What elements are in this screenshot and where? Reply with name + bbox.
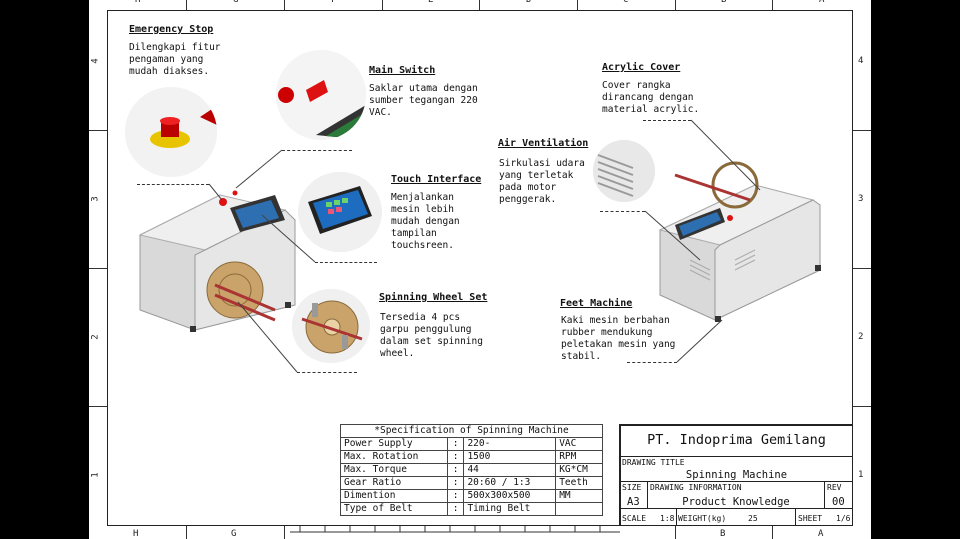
main-switch-desc: Saklar utama dengan sumber tegangan 220 …: [369, 83, 478, 118]
spec-unit: RPM: [555, 450, 603, 464]
air-ventilation-desc: Sirkulasi udara yang terletak pada motor…: [499, 158, 585, 205]
tablet-screen-icon: [298, 172, 382, 252]
acrylic-cover-title: Acrylic Cover: [602, 62, 681, 73]
spec-label: Type of Belt: [340, 502, 448, 516]
emergency-stop-title: Emergency Stop: [129, 24, 214, 35]
spinning-wheel-desc: Tersedia 4 pcs garpu penggulung dalam se…: [380, 312, 483, 359]
rev-label: REV: [827, 483, 842, 492]
bottom-ruler: [290, 526, 620, 533]
emergency-stop-desc: Dilengkapi fitur pengaman yang mudah dia…: [129, 42, 221, 77]
touch-interface-detail: [298, 172, 382, 252]
zone-label: 1: [858, 470, 864, 480]
spinning-wheel-title: Spinning Wheel Set: [379, 292, 488, 303]
spec-title: *Specification of Spinning Machine: [340, 424, 603, 438]
touch-interface-desc: Menjalankan mesin lebih mudah dengan tam…: [391, 192, 460, 251]
spec-sep: :: [446, 489, 465, 503]
zone-label: B: [720, 529, 726, 539]
spec-unit: MM: [555, 489, 603, 503]
size-label: SIZE: [622, 483, 642, 492]
feet-machine-dash: [627, 362, 677, 363]
drawing-frame: [107, 10, 853, 526]
touch-interface-title: Touch Interface: [391, 174, 482, 185]
feet-machine-title: Feet Machine: [560, 298, 633, 309]
wheel-icon: [292, 289, 370, 363]
title-block: PT. Indoprima Gemilang DRAWING TITLE Spi…: [619, 424, 853, 526]
sheet-value: 1/6: [836, 514, 851, 523]
zone-label: B: [721, 0, 727, 5]
drawing-info: Product Knowledge: [682, 496, 790, 508]
main-switch-dash: [282, 150, 352, 151]
spec-sep: :: [446, 502, 465, 516]
spec-value: 20:60 / 1:3: [463, 476, 557, 490]
zone-label: F: [331, 0, 337, 5]
spec-sep: :: [446, 476, 465, 490]
spec-value: 220-: [463, 437, 557, 451]
spec-unit: KG*CM: [555, 463, 603, 477]
acrylic-cover-dash: [643, 120, 691, 121]
main-switch-detail: [276, 50, 366, 140]
air-ventilation-detail: [593, 140, 655, 202]
rev-value: 00: [832, 496, 845, 508]
spec-label: Max. Rotation: [340, 450, 448, 464]
spec-sep: :: [446, 450, 465, 464]
spec-table: *Specification of Spinning Machine Power…: [340, 424, 603, 516]
zone-label: E: [428, 0, 434, 5]
company-name: PT. Indoprima Gemilang: [647, 432, 826, 448]
machine-left-illustration: [138, 190, 296, 332]
zone-label: A: [819, 0, 825, 5]
zone-label: H: [135, 0, 141, 5]
zone-label: H: [133, 529, 139, 539]
table-row: Type of Belt:Timing Belt: [340, 502, 603, 516]
zone-label: D: [526, 0, 532, 5]
zone-label: C: [623, 0, 629, 5]
air-ventilation-dash: [600, 211, 645, 212]
zone-label: G: [231, 529, 237, 539]
acrylic-cover-desc: Cover rangka dirancang dengan material a…: [602, 80, 700, 115]
zone-label: 3: [858, 194, 864, 204]
spec-unit: [555, 502, 603, 516]
vent-grille-icon: [593, 140, 655, 202]
zone-label: 2: [858, 332, 864, 342]
scale-value: 1:8: [660, 514, 675, 523]
spec-unit: Teeth: [555, 476, 603, 490]
main-switch-title: Main Switch: [369, 65, 436, 76]
spec-label: Gear Ratio: [340, 476, 448, 490]
drawing-title: Spinning Machine: [685, 469, 788, 481]
drawing-title-label: DRAWING TITLE: [622, 458, 685, 467]
emergency-stop-detail: [125, 87, 217, 177]
air-ventilation-title: Air Ventilation: [498, 138, 589, 149]
spec-unit: VAC: [555, 437, 603, 451]
scale-label: SCALE: [622, 514, 647, 523]
zone-label: A: [818, 529, 824, 539]
switch-icon: [276, 50, 366, 140]
zone-label: G: [233, 0, 239, 5]
zone-label: 4: [858, 56, 864, 66]
sheet-label: SHEET: [798, 514, 823, 523]
spinning-wheel-dash: [297, 372, 357, 373]
drawing-info-label: DRAWING INFORMATION: [650, 483, 742, 492]
weight-value: 25: [748, 514, 758, 523]
table-row: Power Supply:220-VAC: [340, 437, 603, 451]
spec-value: 1500: [463, 450, 557, 464]
touch-interface-dash: [315, 262, 377, 263]
spinning-wheel-detail: [292, 289, 370, 363]
spec-sep: :: [446, 463, 465, 477]
spec-label: Dimention: [340, 489, 448, 503]
weight-label: WEIGHT(kg): [678, 514, 727, 523]
emergency-button-icon: [125, 87, 217, 177]
spec-value: 500x300x500: [463, 489, 557, 503]
spec-value: 44: [463, 463, 557, 477]
spec-value: Timing Belt: [463, 502, 557, 516]
spec-sep: :: [446, 437, 465, 451]
emergency-stop-dash: [137, 184, 209, 185]
feet-machine-desc: Kaki mesin berbahan rubber mendukung pel…: [561, 315, 676, 362]
spec-label: Power Supply: [340, 437, 448, 451]
size-value: A3: [627, 496, 640, 508]
spec-label: Max. Torque: [340, 463, 448, 477]
